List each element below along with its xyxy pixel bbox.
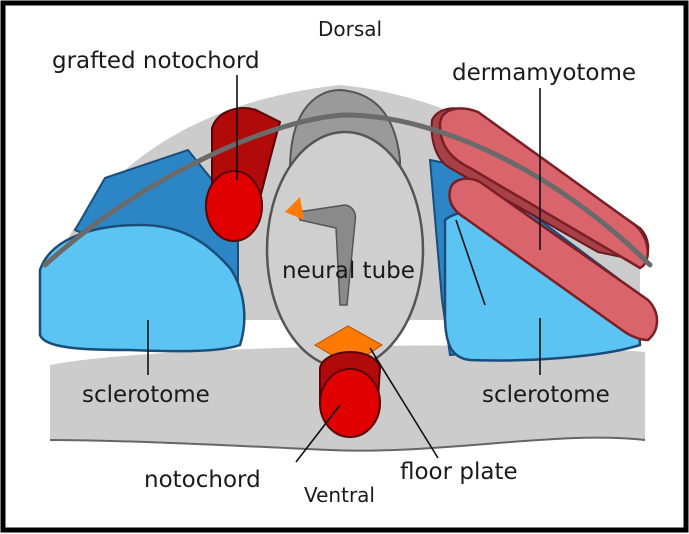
sclerotome-right-label: sclerotome xyxy=(482,382,610,408)
dorsal-label: Dorsal xyxy=(318,17,382,41)
neural-tube-label: neural tube xyxy=(282,258,415,284)
ventral-label: Ventral xyxy=(304,483,375,507)
notochord xyxy=(320,369,380,437)
sclerotome-left-label: sclerotome xyxy=(82,382,210,408)
grafted-notochord-label: grafted notochord xyxy=(52,48,260,74)
dermamyotome-label: dermamyotome xyxy=(452,60,636,86)
notochord-label: notochord xyxy=(144,467,261,493)
floor-plate-label: floor plate xyxy=(400,459,518,485)
grafted-notochord xyxy=(206,171,262,241)
